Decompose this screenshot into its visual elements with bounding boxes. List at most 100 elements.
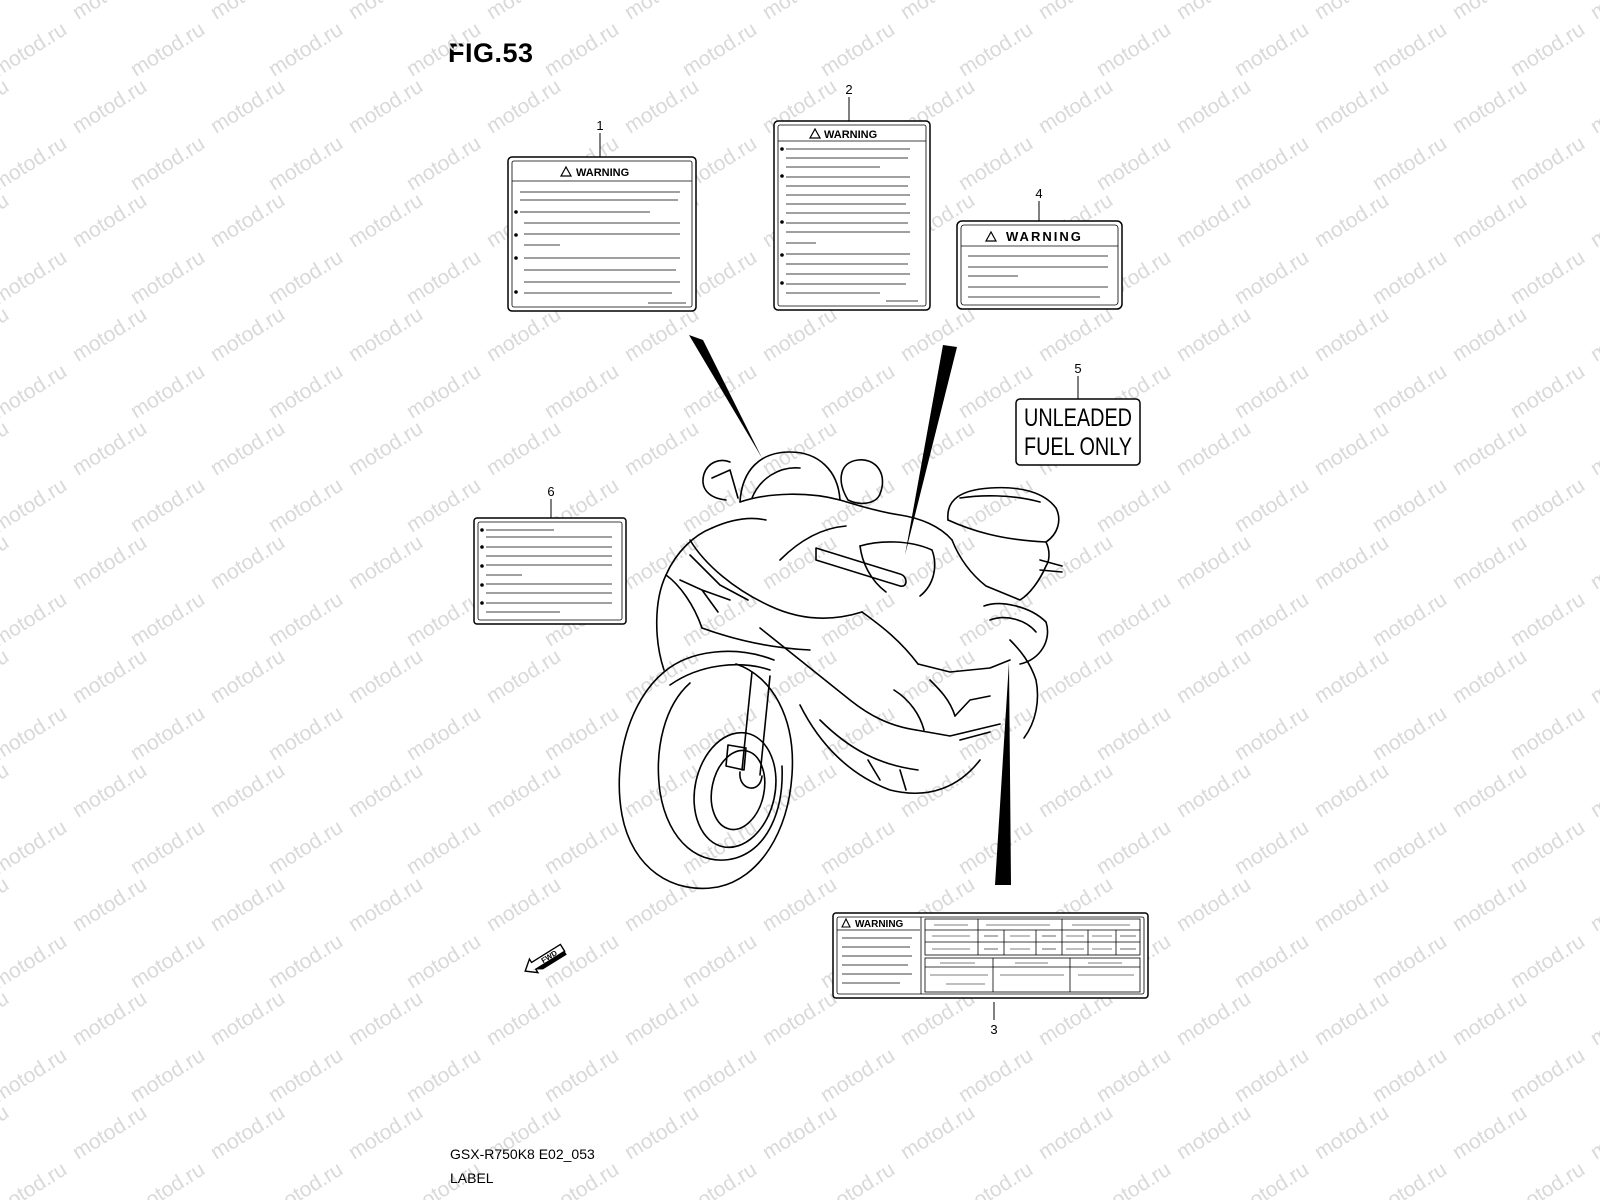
watermark-text: motod.ru [68, 645, 150, 708]
label-3[interactable]: WARNING [832, 912, 1149, 1037]
watermark-text: motod.ru [206, 189, 288, 252]
watermark-text: motod.ru [678, 360, 760, 423]
watermark-text: motod.ru [816, 18, 898, 81]
watermark-text: motod.ru [1586, 987, 1600, 1050]
watermark-text: motod.ru [1586, 417, 1600, 480]
watermark-text: motod.ru [1092, 588, 1174, 651]
watermark-text: motod.ru [1448, 0, 1530, 24]
watermark-text: motod.ru [678, 1158, 760, 1200]
watermark-text: motod.ru [344, 1101, 426, 1164]
watermark-text: motod.ru [344, 759, 426, 822]
watermark-text: motod.ru [678, 816, 760, 879]
label-2-number: 2 [845, 82, 852, 97]
watermark-text: motod.ru [896, 303, 978, 366]
watermark-text: motod.ru [1230, 930, 1312, 993]
watermark-text: motod.ru [206, 1101, 288, 1164]
watermark-text: motod.ru [1230, 1158, 1312, 1200]
watermark-text: motod.ru [1506, 702, 1588, 765]
watermark-text: motod.ru [758, 1101, 840, 1164]
watermark-text: motod.ru [126, 474, 208, 537]
watermark-text: motod.ru [1230, 474, 1312, 537]
watermark-text: motod.ru [620, 873, 702, 936]
watermark-text: motod.ru [1506, 930, 1588, 993]
watermark-text: motod.ru [540, 1044, 622, 1107]
label-6[interactable]: 6 [473, 484, 627, 625]
watermark-text: motod.ru [126, 132, 208, 195]
watermark-text: motod.ru [68, 75, 150, 138]
label-1-heading: WARNING [576, 167, 629, 179]
watermark-text: motod.ru [206, 417, 288, 480]
watermark-text: motod.ru [344, 987, 426, 1050]
label-3-heading: WARNING [855, 919, 904, 930]
watermark-text: motod.ru [264, 474, 346, 537]
watermark-text: motod.ru [0, 930, 71, 993]
watermark-text: motod.ru [402, 1044, 484, 1107]
watermark-text: motod.ru [1448, 189, 1530, 252]
watermark-text: motod.ru [402, 930, 484, 993]
watermark-text: motod.ru [482, 417, 564, 480]
watermark-text: motod.ru [1310, 1101, 1392, 1164]
watermark-text: motod.ru [1368, 702, 1450, 765]
watermark-text: motod.ru [1586, 189, 1600, 252]
watermark-text: motod.ru [68, 1101, 150, 1164]
label-4-number: 4 [1035, 186, 1042, 201]
watermark-text: motod.ru [954, 1044, 1036, 1107]
fwd-arrow-icon: FWD [524, 943, 567, 974]
watermark-text: motod.ru [758, 417, 840, 480]
watermark-text: motod.ru [816, 588, 898, 651]
watermark-text: motod.ru [126, 1044, 208, 1107]
watermark-text: motod.ru [1310, 531, 1392, 594]
watermark-text: motod.ru [1172, 189, 1254, 252]
watermark-text: motod.ru [1092, 816, 1174, 879]
watermark-text: motod.ru [482, 303, 564, 366]
watermark-text: motod.ru [402, 474, 484, 537]
watermark-text: motod.ru [206, 987, 288, 1050]
watermark-text: motod.ru [0, 474, 71, 537]
watermark-text: motod.ru [1448, 417, 1530, 480]
watermark-text: motod.ru [1172, 1101, 1254, 1164]
watermark-text: motod.ru [264, 1044, 346, 1107]
watermark-text: motod.ru [1172, 987, 1254, 1050]
label-2[interactable]: 2 WARNING [773, 82, 931, 311]
watermark-text: motod.ru [126, 816, 208, 879]
watermark-text: motod.ru [1230, 132, 1312, 195]
watermark-text: motod.ru [126, 246, 208, 309]
label-5-line1: UNLEADED [1024, 404, 1132, 432]
watermark-text: motod.ru [1092, 1044, 1174, 1107]
watermark-text: motod.ru [1172, 75, 1254, 138]
watermark-text: motod.ru [1506, 132, 1588, 195]
watermark-text: motod.ru [620, 0, 702, 24]
watermark-text: motod.ru [0, 588, 71, 651]
watermark-text: motod.ru [482, 645, 564, 708]
watermark-text: motod.ru [0, 360, 71, 423]
watermark-text: motod.ru [1448, 303, 1530, 366]
label-1[interactable]: 1 WARNING [507, 118, 697, 312]
watermark-text: motod.ru [68, 987, 150, 1050]
watermark-text: motod.ru [344, 0, 426, 24]
watermark-text: motod.ru [126, 360, 208, 423]
watermark-text: motod.ru [482, 987, 564, 1050]
watermark-text: motod.ru [0, 0, 13, 24]
label-4[interactable]: 4 WARNING [956, 186, 1123, 310]
watermark-text: motod.ru [402, 702, 484, 765]
label-5[interactable]: 5 UNLEADED FUEL ONLY [1015, 361, 1141, 466]
watermark-text: motod.ru [1172, 0, 1254, 24]
watermark-text: motod.ru [68, 0, 150, 24]
watermark-text: motod.ru [126, 588, 208, 651]
watermark-text: motod.ru [1172, 873, 1254, 936]
watermark-text: motod.ru [0, 645, 13, 708]
watermark-text: motod.ru [1310, 189, 1392, 252]
watermark-text: motod.ru [1172, 531, 1254, 594]
watermark-text: motod.ru [0, 417, 13, 480]
warning-triangle-icon [559, 165, 573, 177]
watermark-text: motod.ru [206, 0, 288, 24]
watermark-text: motod.ru [482, 75, 564, 138]
watermark-text: motod.ru [1448, 531, 1530, 594]
watermark-text: motod.ru [1034, 1101, 1116, 1164]
figure-title: FIG.53 [448, 38, 534, 68]
watermark-text: motod.ru [1034, 759, 1116, 822]
watermark-text: motod.ru [896, 531, 978, 594]
watermark-text: motod.ru [0, 1158, 71, 1200]
watermark-text: motod.ru [402, 816, 484, 879]
